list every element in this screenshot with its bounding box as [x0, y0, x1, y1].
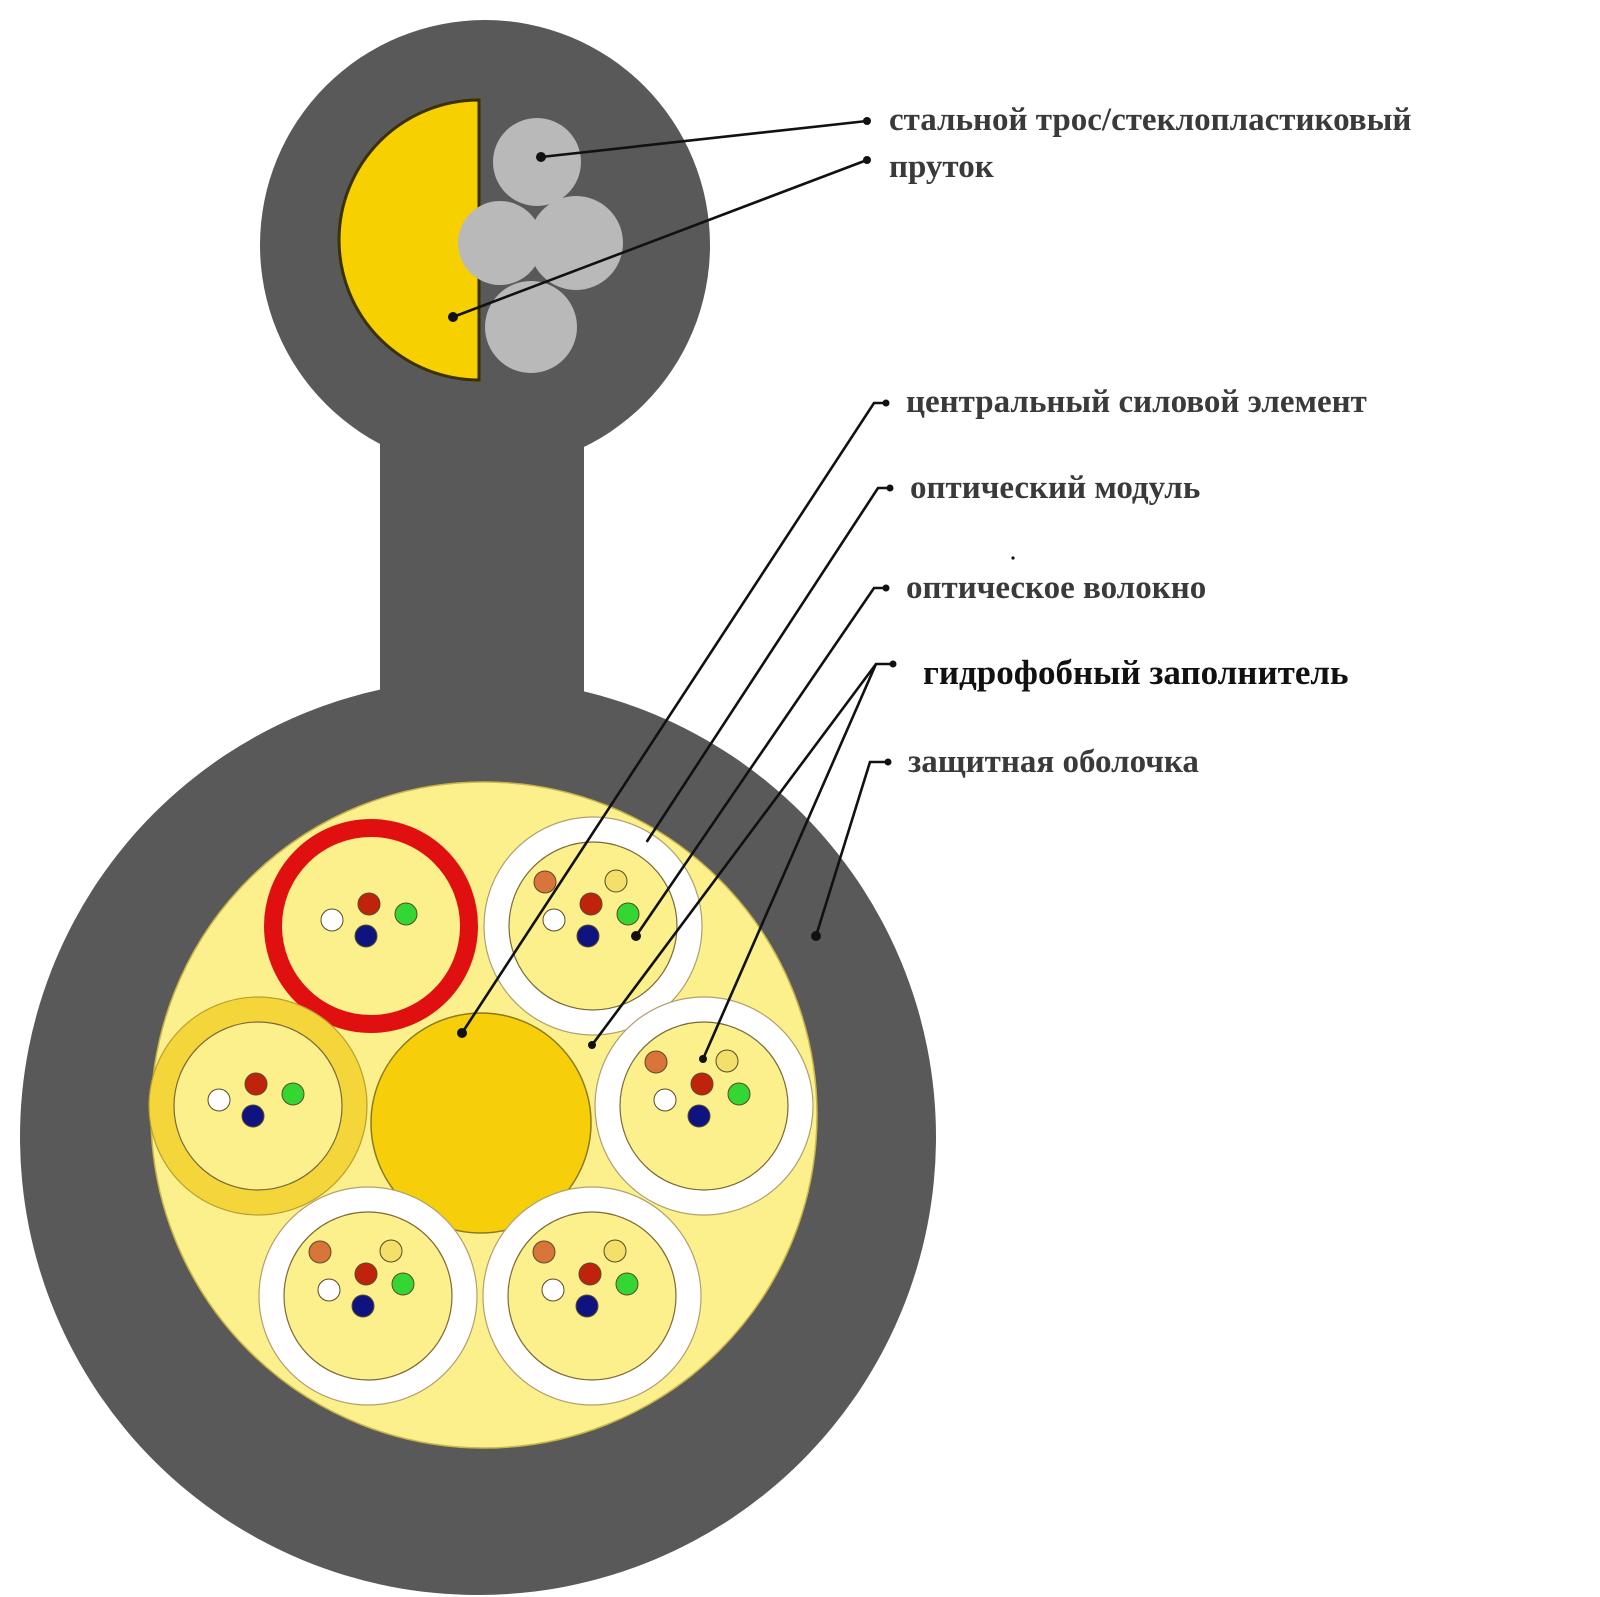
optical-fiber — [604, 869, 628, 893]
leader-dot — [448, 312, 458, 322]
leader-dot — [631, 931, 641, 941]
sheath-neck — [380, 400, 584, 720]
messenger-half-disk — [337, 98, 481, 382]
optical-fiber — [354, 924, 378, 948]
optical-fiber — [690, 1072, 714, 1096]
optical-fiber — [715, 1049, 739, 1073]
labels: стальной трос/стеклопластиковый пруток ц… — [889, 102, 1411, 780]
label-messenger-line2: пруток — [889, 149, 994, 185]
optical-fiber — [391, 1272, 415, 1296]
optical-fiber — [579, 892, 603, 916]
optical-fiber — [241, 1104, 265, 1128]
central-strength-member — [370, 1012, 592, 1234]
leader-dot — [882, 399, 890, 407]
leader-dot — [863, 117, 871, 125]
optical-fiber — [653, 1088, 677, 1112]
optical-fiber — [379, 1239, 403, 1263]
optical-fiber — [532, 1240, 556, 1264]
optical-fiber — [244, 1072, 268, 1096]
optical-fiber — [578, 1262, 602, 1286]
leader-dot — [588, 1041, 596, 1049]
leader-line-messenger-rod — [452, 158, 868, 319]
optical-fiber — [354, 1262, 378, 1286]
optical-fiber — [320, 908, 344, 932]
leader-lines — [452, 119, 893, 1060]
leader-line-optical-fiber — [634, 586, 886, 937]
leader-dot — [863, 156, 871, 164]
label-central-member: центральный силовой элемент — [906, 384, 1367, 420]
leader-line-sheath — [814, 760, 888, 937]
steel-wire — [485, 281, 577, 373]
leader-dot — [639, 841, 649, 851]
steel-wire — [529, 196, 623, 290]
stray-mark — [1011, 556, 1015, 560]
optical-fiber — [687, 1104, 711, 1128]
leader-dot — [886, 484, 894, 492]
optical-fiber — [317, 1278, 341, 1302]
label-protective-sheath: защитная оболочка — [908, 744, 1199, 780]
leader-line-filler-2 — [701, 663, 878, 1060]
optical-fiber — [394, 902, 418, 926]
label-hydrophobic-filler: гидрофобный заполнитель — [923, 653, 1349, 692]
leader-dot — [889, 660, 897, 668]
messenger-core — [337, 98, 623, 382]
optical-fiber — [207, 1088, 231, 1112]
label-messenger-line1: стальной трос/стеклопластиковый — [889, 102, 1411, 138]
leader-dot — [884, 758, 892, 766]
leader-dot — [811, 931, 821, 941]
optical-fiber — [281, 1082, 305, 1106]
optical-fiber — [357, 892, 381, 916]
leader-line-optical-module — [642, 486, 890, 847]
optical-fiber — [576, 924, 600, 948]
optical-fiber — [644, 1050, 668, 1074]
optical-fiber — [308, 1240, 332, 1264]
leader-dot — [882, 584, 890, 592]
optical-fiber — [575, 1294, 599, 1318]
leader-dot — [457, 1028, 467, 1038]
leader-dots — [448, 117, 1015, 1063]
label-optical-fiber: оптическое волокно — [906, 570, 1206, 606]
optical-fiber — [541, 1278, 565, 1302]
optical-fiber — [616, 902, 640, 926]
optical-fiber — [351, 1294, 375, 1318]
optical-fiber — [533, 870, 557, 894]
steel-wire — [458, 201, 542, 285]
leader-line-central-member — [460, 401, 886, 1034]
optical-fiber — [615, 1272, 639, 1296]
optical-fiber — [603, 1239, 627, 1263]
leader-line-messenger-wire — [540, 119, 868, 159]
steel-wire — [493, 118, 581, 206]
leader-dot — [536, 152, 546, 162]
optical-fiber — [727, 1082, 751, 1106]
leader-dot — [699, 1055, 707, 1063]
optical-modules — [148, 816, 814, 1406]
label-optical-module: оптический модуль — [910, 470, 1200, 506]
optical-fiber — [542, 908, 566, 932]
